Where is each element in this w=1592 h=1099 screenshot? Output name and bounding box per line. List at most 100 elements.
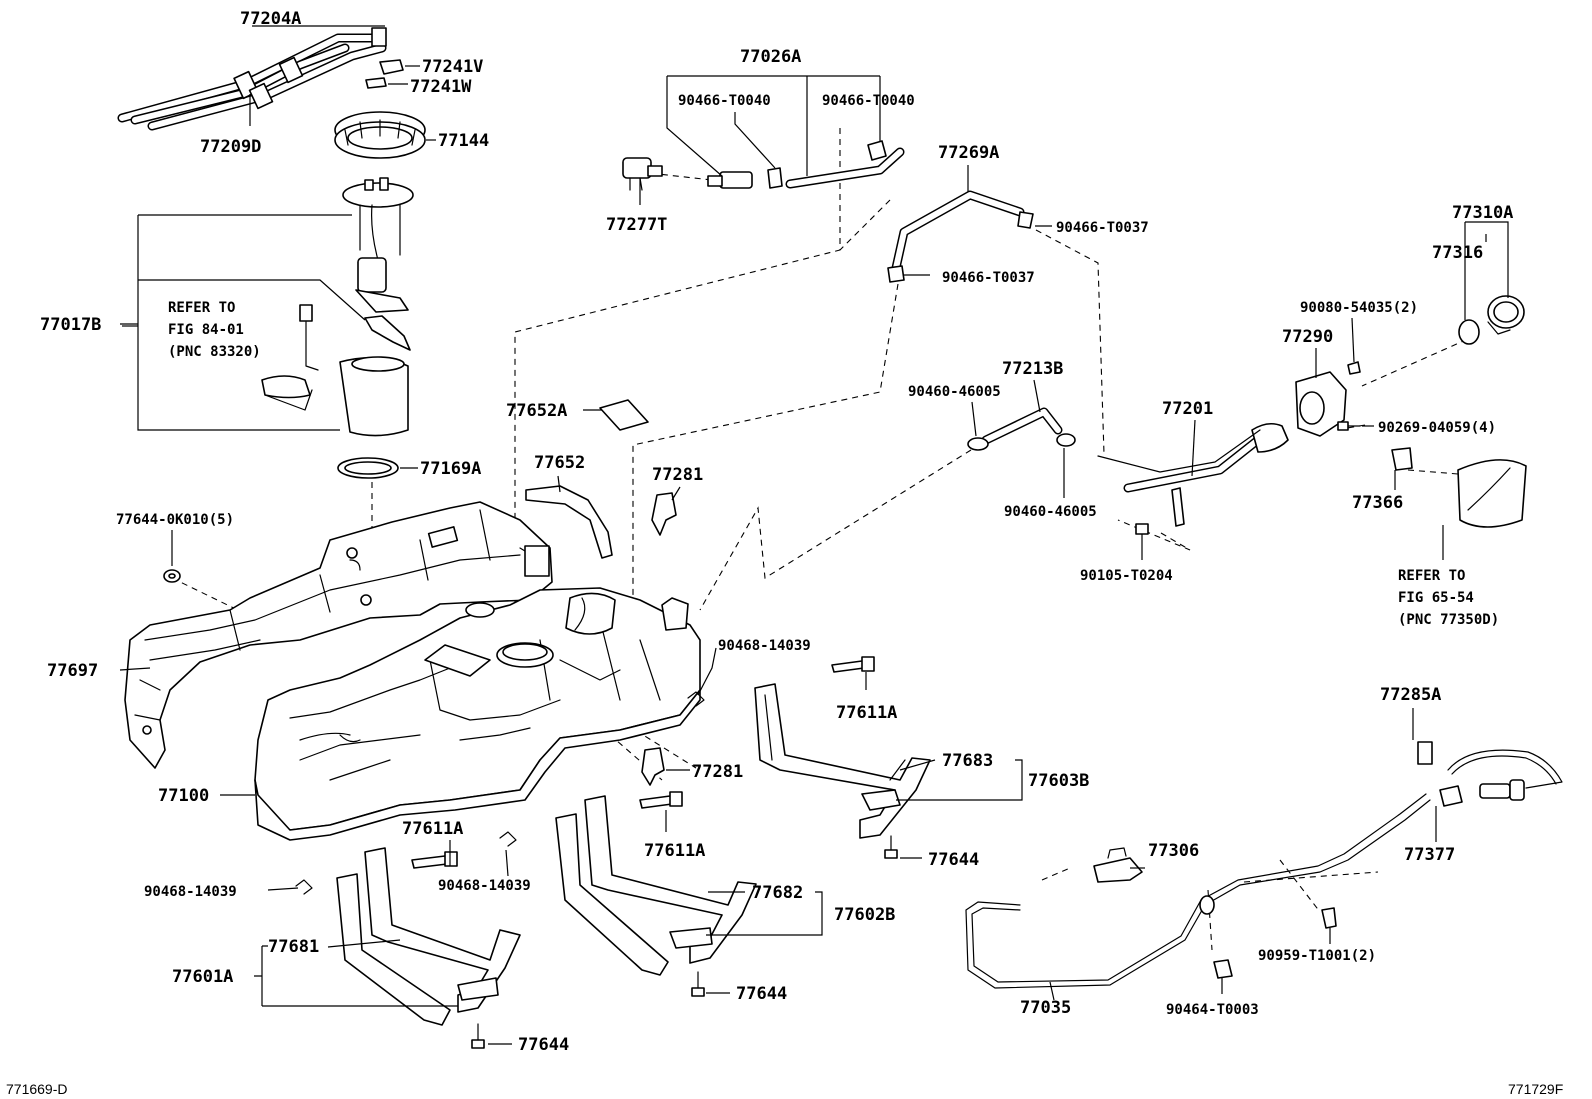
bolts-77644 (471, 835, 898, 1049)
label-77213B: 77213B (1002, 359, 1063, 379)
label-77644-0K010: 77644-0K010(5) (116, 512, 234, 528)
label-77281-upper: 77281 (652, 465, 703, 485)
footer-left-code: 771669-D (6, 1081, 68, 1097)
label-77281-lower: 77281 (692, 762, 743, 782)
label-77100: 77100 (158, 786, 209, 806)
label-90466-T0037-a: 90466-T0037 (1056, 220, 1149, 236)
label-77204A: 77204A (240, 9, 301, 29)
nut-77644-0K010 (163, 569, 181, 583)
label-90105-T0204: 90105-T0204 (1080, 568, 1173, 584)
label-90468-14039-a: 90468-14039 (718, 638, 811, 654)
fuel-line-77285A (1417, 741, 1563, 801)
label-77611A-b: 77611A (644, 841, 705, 861)
label-77209D: 77209D (200, 137, 261, 157)
leader-lines (119, 25, 1509, 1045)
label-77644-a: 77644 (928, 850, 979, 870)
protector-77697 (124, 501, 553, 769)
part-labels: 77204A 77241V 77241W 77209D 77144 77017B… (40, 9, 1513, 1055)
footer-codes: 771669-D 771729F (6, 1081, 1563, 1097)
label-refer-fig-84-01-c: (PNC 83320) (168, 344, 261, 360)
label-90460-46005-b: 90460-46005 (1004, 504, 1097, 520)
clip-77241V (379, 59, 404, 75)
label-77310A: 77310A (1452, 203, 1513, 223)
label-77377: 77377 (1404, 845, 1455, 865)
label-refer-fig-65-54-a: REFER TO (1398, 568, 1465, 584)
label-77681: 77681 (268, 937, 319, 957)
label-77290: 77290 (1282, 327, 1333, 347)
label-77644-b: 77644 (736, 984, 787, 1004)
band-77602B (555, 795, 757, 976)
bolt-90105-T0204 (1135, 523, 1149, 535)
label-77652: 77652 (534, 453, 585, 473)
hose-77269A (891, 190, 1025, 273)
label-77697: 77697 (47, 661, 98, 681)
label-77682: 77682 (752, 883, 803, 903)
protector-77652 (525, 485, 613, 559)
clips-90959-90464 (1213, 907, 1337, 979)
clip-77377 (1439, 785, 1463, 807)
label-90466-T0040-b: 90466-T0040 (822, 93, 915, 109)
clip-77241W (365, 77, 387, 89)
fuel-line-77035 (965, 793, 1431, 989)
clamps-90466-T0040 (767, 140, 887, 189)
label-90468-14039-c: 90468-14039 (144, 884, 237, 900)
label-77611A-c: 77611A (402, 819, 463, 839)
label-90080-54035: 90080-54035(2) (1300, 300, 1418, 316)
label-90464-T0003: 90464-T0003 (1166, 1002, 1259, 1018)
label-90468-14039-b: 90468-14039 (438, 878, 531, 894)
label-77241V: 77241V (422, 57, 483, 77)
filler-pipe-77201 (1097, 422, 1289, 527)
label-90269-04059: 90269-04059(4) (1378, 420, 1496, 436)
clip-77281-upper (651, 492, 677, 536)
label-77035: 77035 (1020, 998, 1071, 1018)
label-77611A-a: 77611A (836, 703, 897, 723)
label-77306: 77306 (1148, 841, 1199, 861)
label-77602B: 77602B (834, 905, 895, 925)
hose-77026A (707, 147, 905, 189)
label-90460-46005-a: 90460-46005 (908, 384, 1001, 400)
label-90466-T0037-b: 90466-T0037 (942, 270, 1035, 286)
label-77316: 77316 (1432, 243, 1483, 263)
retainer-ring-77144 (334, 111, 426, 159)
clips-90468-14039 (295, 691, 705, 895)
label-77366: 77366 (1352, 493, 1403, 513)
label-77644-c: 77644 (518, 1035, 569, 1055)
clamps-90460-46005 (967, 433, 1076, 451)
label-90959-T1001: 90959-T1001(2) (1258, 948, 1376, 964)
label-77601A: 77601A (172, 967, 233, 987)
screws-90080-90269 (1337, 361, 1361, 431)
protector-77652A (599, 399, 649, 431)
label-90466-T0040-a: 90466-T0040 (678, 93, 771, 109)
label-77277T: 77277T (606, 215, 667, 235)
label-77026A: 77026A (740, 47, 801, 67)
label-refer-fig-84-01-b: FIG 84-01 (168, 322, 244, 338)
bolts-77611A (411, 656, 875, 869)
label-77683: 77683 (942, 751, 993, 771)
label-77269A: 77269A (938, 143, 999, 163)
footer-right-code: 771729F (1508, 1081, 1563, 1097)
label-77017B: 77017B (40, 315, 101, 335)
band-77601A (336, 847, 521, 1026)
alignment-dashes (171, 128, 1478, 951)
hose-77213B (981, 407, 1063, 445)
fuel-pump-assembly-77017B (261, 177, 414, 437)
label-77603B: 77603B (1028, 771, 1089, 791)
band-77603B (754, 683, 931, 839)
label-refer-fig-65-54-b: FIG 65-54 (1398, 590, 1474, 606)
label-77169A: 77169A (420, 459, 481, 479)
label-77241W: 77241W (410, 77, 472, 97)
label-refer-fig-65-54-c: (PNC 77350D) (1398, 612, 1499, 628)
fuel-pipes-77204A (117, 27, 387, 131)
cap-77310A (1458, 295, 1525, 345)
label-77652A: 77652A (506, 401, 567, 421)
valve-77277T (622, 157, 663, 191)
bracket-77306 (1093, 847, 1143, 883)
gasket-77169A (337, 457, 399, 479)
label-77201: 77201 (1162, 399, 1213, 419)
clamps-90466-T0037 (887, 211, 1034, 283)
label-refer-fig-84-01-a: REFER TO (168, 300, 235, 316)
fuel-tank-77100 (254, 587, 701, 841)
label-77144: 77144 (438, 131, 489, 151)
clip-77281-lower (641, 747, 665, 786)
